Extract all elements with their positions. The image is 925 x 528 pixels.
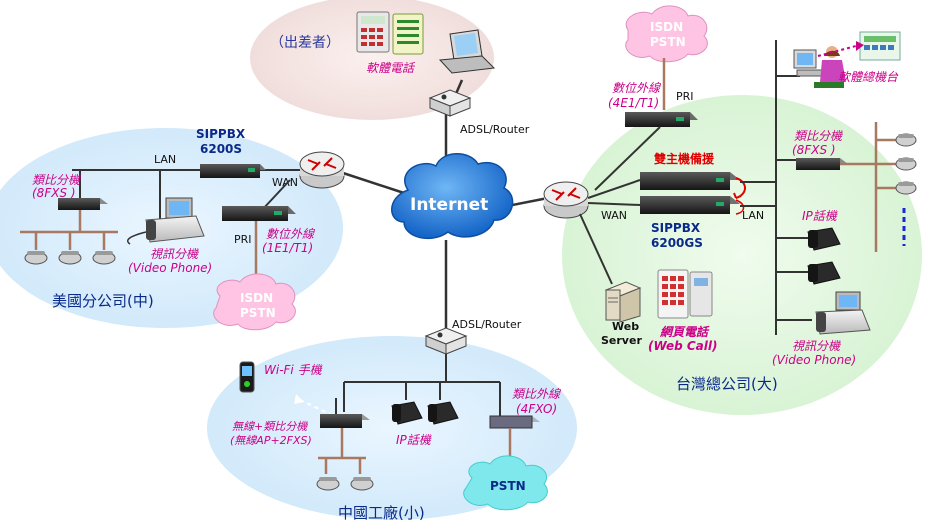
pri-top-tag: PRI [676, 90, 694, 103]
ip-phone-bottom-label: IP話機 [396, 433, 433, 447]
taiwan-label: 台灣總公司(大) [676, 375, 778, 393]
lan-left-label: LAN [154, 153, 176, 166]
pri-left-dev-tag: PRI [234, 233, 252, 246]
video-phone-right-icon [815, 291, 871, 335]
ip-phone-bottom-2-icon [427, 401, 459, 425]
pri-left-label-2: (1E1/T1) [262, 241, 313, 255]
video-phone-right-label-2: (Video Phone) [772, 353, 856, 367]
sippbx-6200gs-icon [640, 172, 740, 214]
web-server-label-2: Server [601, 334, 642, 347]
fxo-label-1: 類比外線 [512, 387, 562, 401]
adsl-bottom-label: ADSL/Router [452, 318, 522, 331]
web-server-icon [604, 281, 642, 323]
fxo-label-2: (4FXO) [516, 402, 557, 416]
analog-phone-bottom-2-icon [350, 477, 374, 491]
pri-top-label-1: 數位外線 [612, 81, 662, 95]
video-phone-left-label-1: 視訊分機 [150, 247, 200, 261]
ip-phone-bottom-1-icon [391, 401, 423, 425]
pri-left-label-1: 數位外線 [266, 227, 316, 241]
china-label: 中國工廠(小) [338, 504, 425, 522]
webcall-label-2: (Web Call) [648, 339, 717, 353]
softphone-label: 軟體電話 [366, 61, 416, 75]
isdn-left-label-2: PSTN [240, 306, 276, 320]
wan-right-label: WAN [601, 209, 627, 222]
sippbx-left-label-1: SIPPBX [196, 127, 246, 141]
web-server-label-1: Web [612, 320, 639, 333]
sippbx-right-label-2: 6200GS [651, 236, 703, 250]
analog-gateway-left-icon [58, 198, 108, 210]
dual-host-label: 雙主機備援 [654, 151, 715, 166]
video-phone-left-icon [145, 197, 205, 243]
analog-phone-left-1-icon [24, 251, 48, 265]
analog-phone-left-2-icon [58, 251, 82, 265]
router-left-icon [299, 151, 345, 189]
router-right-icon [543, 181, 589, 219]
webcall-label-1: 網頁電話 [659, 325, 710, 339]
fxo-gateway-icon [489, 415, 540, 429]
isdn-top-label-2: PSTN [650, 35, 686, 49]
ip-phone-right-1-icon [807, 227, 841, 251]
analog-phone-right-2-icon [895, 157, 917, 171]
isdn-cloud-top-icon [625, 5, 708, 63]
laptop-icon [438, 29, 496, 74]
wireless-label-1: 無線+類比分機 [232, 420, 308, 433]
ip-phone-right-2-icon [807, 261, 841, 285]
isdn-top-label-1: ISDN [650, 20, 683, 34]
usa-label: 美國分公司(中) [52, 292, 154, 310]
softphone-icon [356, 11, 424, 55]
digital-trunk-top-icon [625, 112, 698, 127]
sippbx-6200s-icon [200, 164, 266, 178]
pstn-bottom-label: PSTN [490, 479, 526, 493]
ip-phone-right-label: IP話機 [802, 209, 839, 223]
analog-phone-left-3-icon [92, 251, 116, 265]
internet-label: Internet [410, 195, 488, 215]
video-phone-left-label-2: (Video Phone) [128, 261, 212, 275]
adsl-router-bottom-icon [424, 327, 468, 355]
wifi-phone-icon [239, 361, 255, 393]
isdn-cloud-left-icon [213, 273, 296, 331]
wireless-ap-icon [320, 398, 370, 428]
analog-phone-right-1-icon [895, 133, 917, 147]
traveler-zone [250, 0, 494, 120]
webcall-icon [657, 269, 713, 319]
analog-ext-left-label-2: (8FXS ) [32, 186, 76, 200]
wifi-phone-label: Wi-Fi 手機 [264, 363, 324, 377]
analog-ext-left-label-1: 類比分機 [32, 173, 82, 187]
analog-phone-bottom-1-icon [316, 477, 340, 491]
sippbx-right-label-1: SIPPBX [651, 221, 701, 235]
sippbx-left-label-2: 6200S [200, 142, 242, 156]
adsl-router-top-icon [428, 89, 472, 117]
wan-left-label: WAN [272, 176, 298, 189]
pstn-cloud-bottom-icon [463, 455, 548, 511]
pri-top-label-2: (4E1/T1) [608, 96, 659, 110]
softconsole-label: 軟體總機台 [838, 70, 899, 84]
analog-phone-right-3-icon [895, 181, 917, 195]
internet-cloud-icon [391, 153, 514, 240]
lan-right-label: LAN [742, 209, 764, 222]
traveler-label: （出差者） [270, 35, 340, 51]
digital-trunk-left-icon [222, 206, 296, 221]
isdn-left-label-1: ISDN [240, 291, 273, 305]
analog-ext-right-label-2: (8FXS ) [792, 143, 836, 157]
taiwan-zone [562, 95, 922, 415]
analog-gateway-right-icon [796, 158, 848, 170]
soft-console-icon [793, 31, 901, 88]
wireless-label-2: (無線AP+2FXS) [230, 434, 312, 447]
video-phone-right-label-1: 視訊分機 [792, 339, 842, 353]
adsl-top-label: ADSL/Router [460, 123, 530, 136]
analog-ext-right-label-1: 類比分機 [794, 129, 844, 143]
